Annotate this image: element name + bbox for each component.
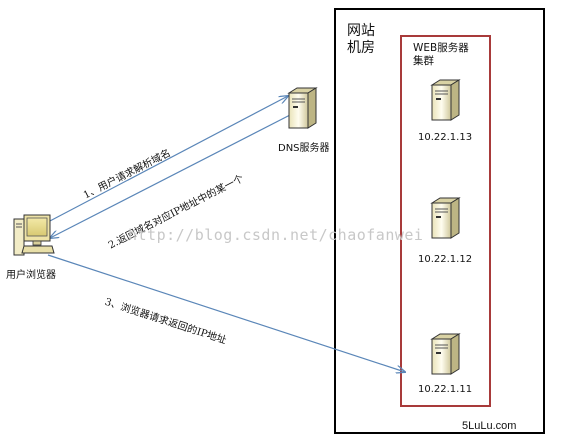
website-room-title-line2: 机房: [347, 40, 375, 56]
browser-label: 用户浏览器: [6, 270, 56, 281]
request-server-arrow: [47, 254, 405, 372]
watermark-text: http://blog.csdn.net/chaofanwei: [128, 226, 424, 244]
dns-server-label: DNS服务器: [278, 143, 330, 154]
computer-icon: [13, 214, 55, 256]
website-room-box: [334, 8, 545, 434]
dns-reply-arrow: [50, 114, 291, 238]
server-icon: [430, 333, 461, 375]
web-cluster-title: WEB服务器 集群: [413, 42, 469, 68]
web-cluster-title-line2: 集群: [413, 55, 434, 67]
web-cluster-box: [400, 35, 491, 407]
website-room-title: 网站 机房: [347, 23, 375, 57]
web-cluster-title-line1: WEB服务器: [413, 42, 469, 54]
server-icon: [430, 79, 461, 121]
site-mark: 5LuLu.com: [462, 420, 517, 432]
website-room-title-line1: 网站: [347, 23, 375, 39]
server-ip-label: 10.22.1.12: [418, 254, 473, 265]
request-dns-arrow: [47, 96, 288, 223]
server-icon: [430, 197, 461, 239]
server-ip-label: 10.22.1.13: [418, 132, 473, 143]
server-ip-label: 10.22.1.11: [418, 384, 473, 395]
dns-server-icon: [287, 87, 318, 129]
